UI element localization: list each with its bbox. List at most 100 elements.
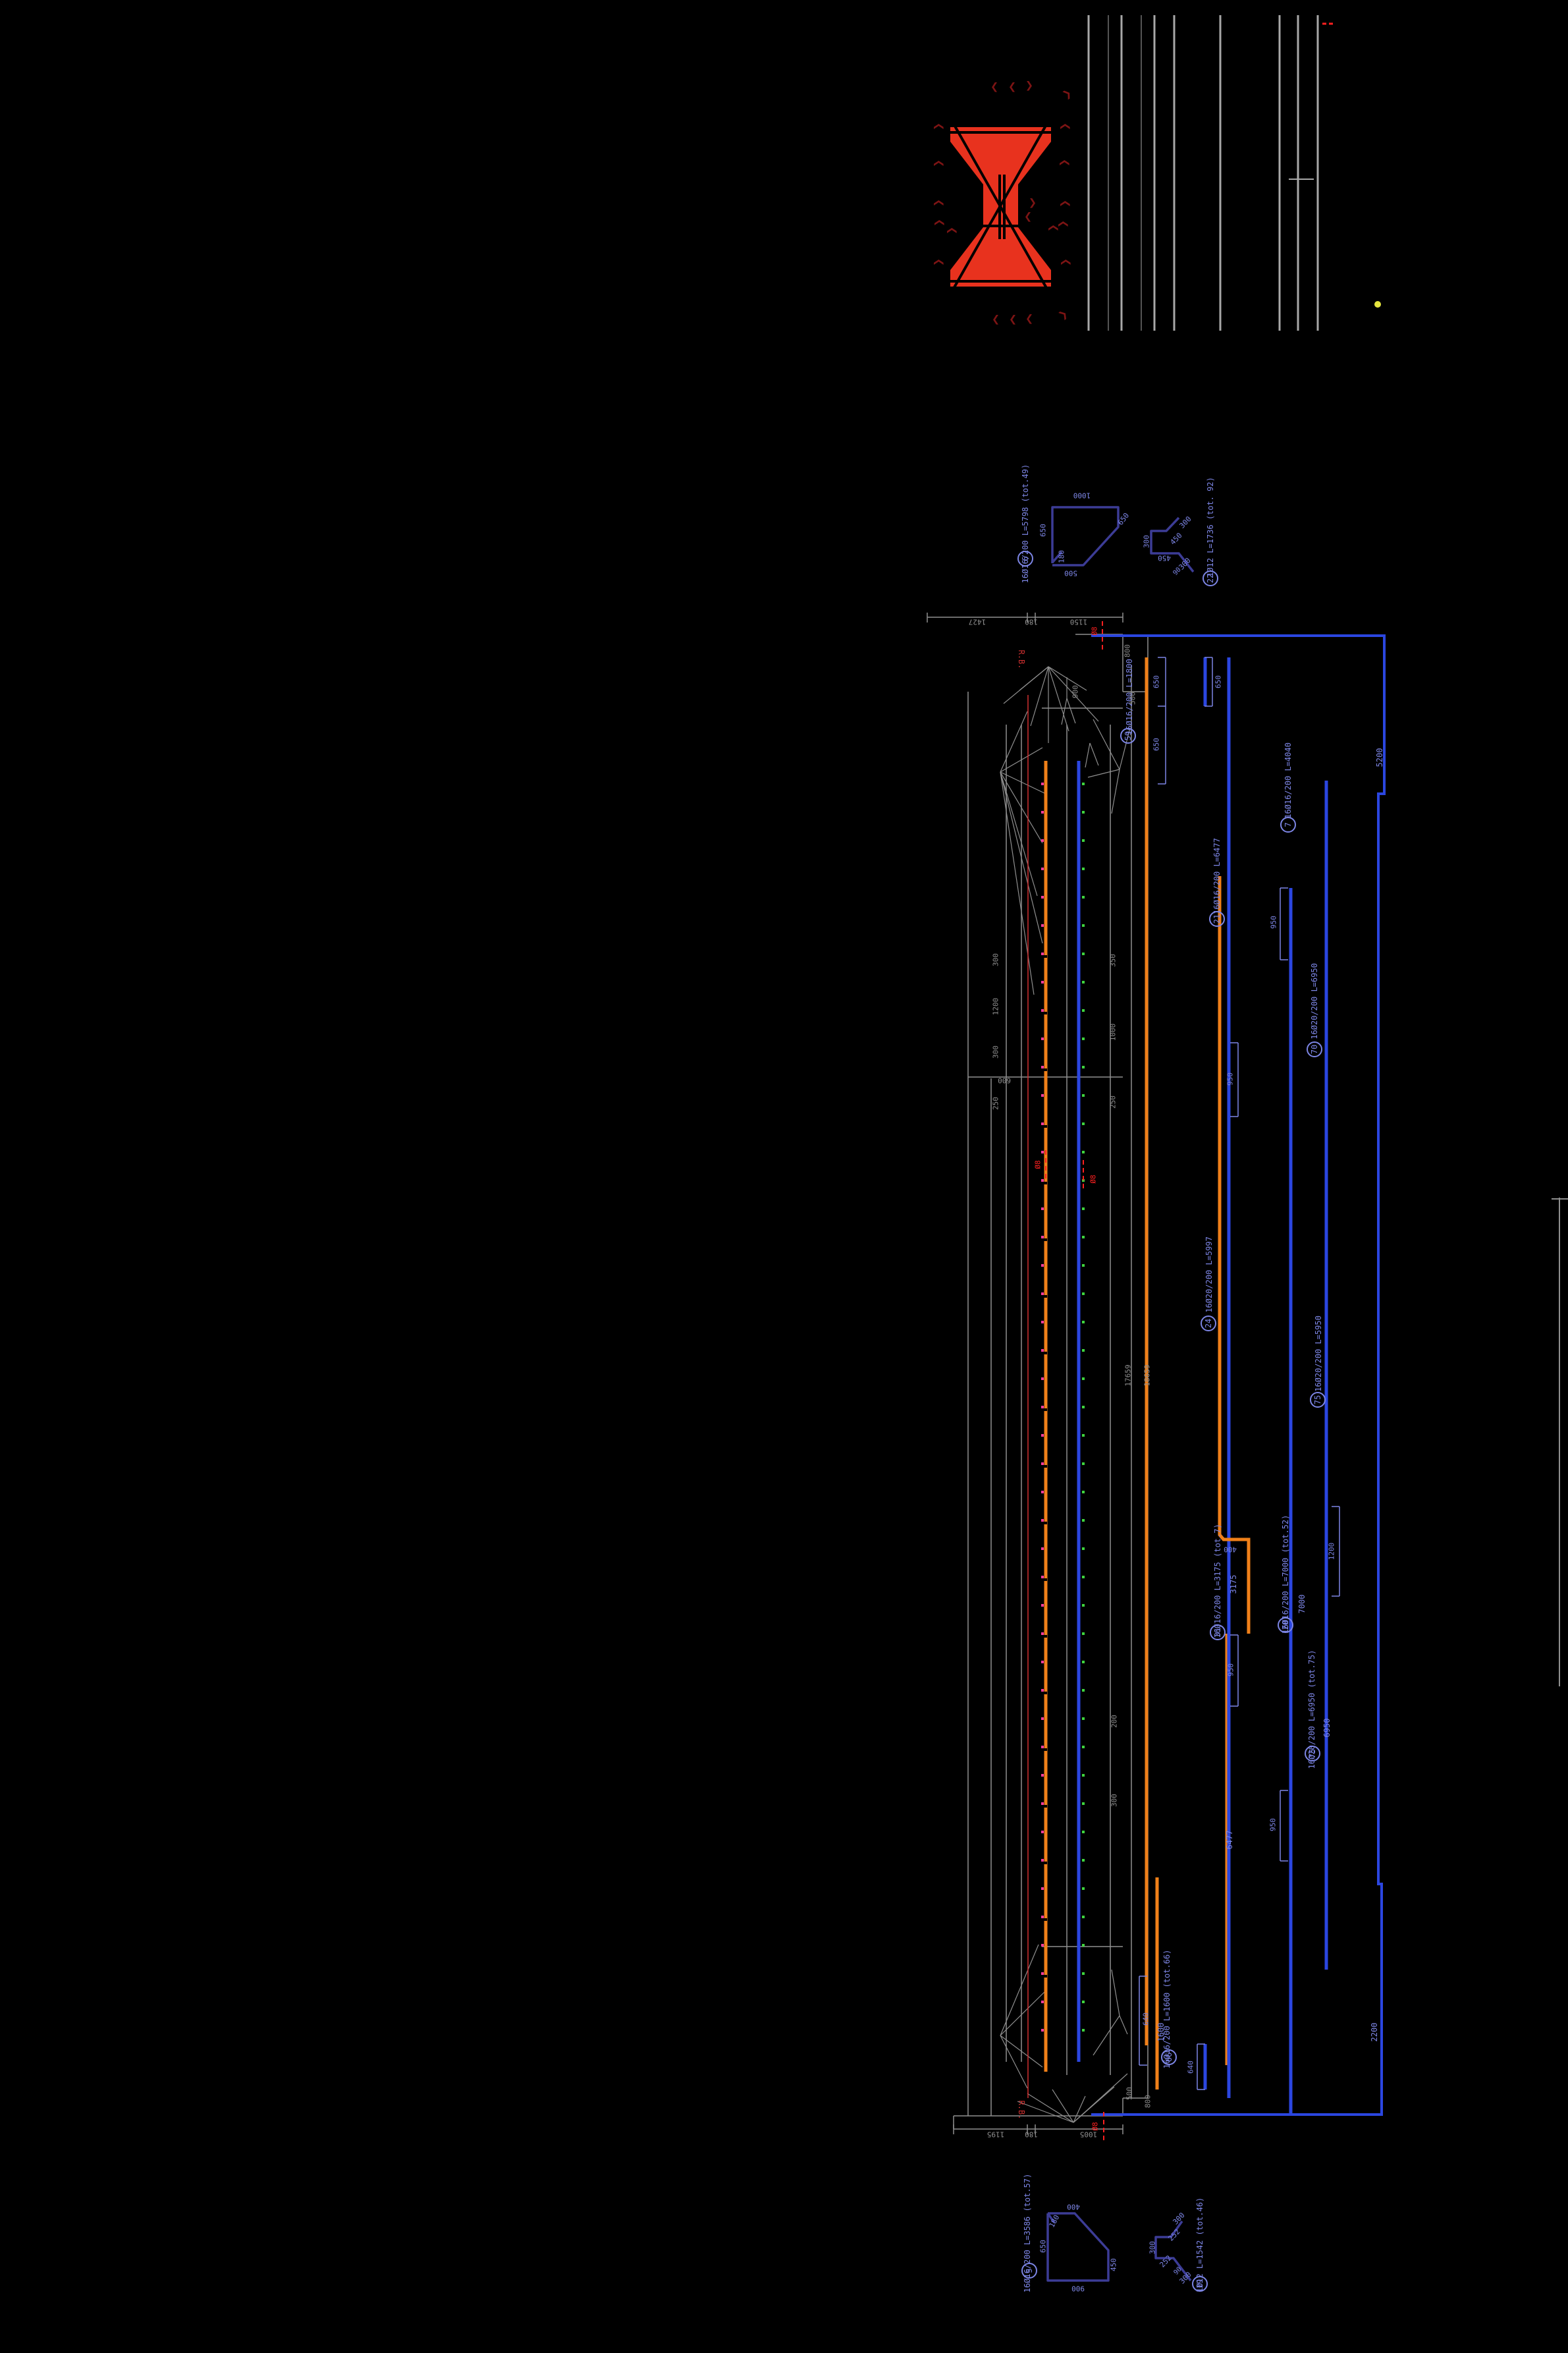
grip-chevron-icon: ❯ xyxy=(1025,77,1034,93)
rebar-hooked-bar-orange xyxy=(1218,876,1251,1634)
drawing-text-label: 16Ø20/200 L=5997 xyxy=(1204,1236,1214,1313)
drawing-text-label: 650 xyxy=(1039,524,1048,537)
drawing-text-label: 350 xyxy=(1108,954,1118,967)
leader-line xyxy=(1030,666,1049,727)
grip-chevron-icon: ❯ xyxy=(930,122,946,131)
stirrup-tick-pink xyxy=(1041,1151,1044,1153)
drawing-text-label: 16Ø20/200 L=6950 xyxy=(1310,963,1319,1039)
grip-chevron-icon: ❯ xyxy=(1056,158,1071,167)
leader-line xyxy=(1089,742,1099,766)
stirrup-tick-pink xyxy=(1041,1038,1044,1040)
grip-chevron-icon: ❯ xyxy=(930,258,946,267)
stirrup-tick-green xyxy=(1082,1094,1085,1097)
stirrup-tick-pink xyxy=(1041,2001,1044,2003)
drawing-text-label: 500 xyxy=(1064,568,1077,578)
stirrup-tick-green xyxy=(1082,1661,1085,1663)
drawing-text-label: 300 xyxy=(1142,535,1151,548)
drawing-text-label: 7000 xyxy=(1297,1594,1307,1614)
drawing-text-label: 1000 xyxy=(1108,1023,1118,1041)
drawing-text-label: 3175 xyxy=(1229,1574,1238,1594)
stirrup-tick-green xyxy=(1082,783,1085,785)
stirrup-tick-pink xyxy=(1041,1491,1044,1493)
drawing-text-label: 16Ø16/200 L=4040 xyxy=(1284,742,1293,819)
stirrup-tick-green xyxy=(1082,1944,1085,1947)
drawing-text-label: Ø8 xyxy=(1033,1160,1042,1169)
stirrup-tick-green xyxy=(1082,1972,1085,1975)
stirrup-tick-pink xyxy=(1041,811,1044,814)
drawing-text-label: 900 xyxy=(1071,685,1080,698)
drawing-text-label: 640 xyxy=(1186,2061,1195,2074)
leader-line xyxy=(1000,747,1043,773)
stirrup-tick-green xyxy=(1082,1831,1085,1833)
stirrup-tick-pink xyxy=(1041,1632,1044,1635)
stirrup-tick-green xyxy=(1082,896,1085,899)
drawing-text-label: 180 xyxy=(1057,550,1066,563)
stirrup-tick-pink xyxy=(1041,1264,1044,1267)
stirrup-tick-green xyxy=(1082,1122,1085,1125)
leader-line xyxy=(1073,2073,1128,2123)
leader-line xyxy=(1000,2035,1043,2068)
leader-line xyxy=(1048,666,1099,722)
stirrup-tick-green xyxy=(1082,1519,1085,1522)
stirrup-tick-pink xyxy=(1041,1717,1044,1720)
drawing-text-label: 1427 xyxy=(968,617,987,626)
leader-line xyxy=(1073,2095,1086,2123)
stirrup-tick-pink xyxy=(1041,1406,1044,1408)
leader-line xyxy=(1000,1944,1039,2036)
selected-hourglass-element[interactable] xyxy=(950,123,1051,289)
drawing-text-label: 1600 xyxy=(1156,2022,1166,2042)
stirrup-tick-green xyxy=(1082,1434,1085,1437)
grip-chevron-icon: ❯ xyxy=(931,218,946,227)
drawing-text-label: 950 xyxy=(1268,1818,1278,1831)
leader-line xyxy=(1061,698,1068,725)
leader-line xyxy=(1000,711,1028,773)
drawing-text-label: 640 xyxy=(1141,2012,1150,2026)
stirrup-tick-green xyxy=(1082,2001,1085,2003)
stirrup-tick-green xyxy=(1082,1321,1085,1323)
drawing-text-label: R.B. xyxy=(1017,2100,1026,2120)
stirrup-tick-pink xyxy=(1041,1576,1044,1578)
drawing-text-label: 250 xyxy=(1108,1095,1118,1109)
stirrup-tick-pink xyxy=(1041,1321,1044,1323)
stirrup-tick-green xyxy=(1082,1406,1085,1408)
drawing-text-label: 450 xyxy=(1158,553,1171,563)
detail-bottom-pentagon xyxy=(1046,2212,1110,2282)
drawing-text-label: 300 xyxy=(1110,1794,1119,1807)
stirrup-tick-pink xyxy=(1041,1122,1044,1125)
leader-line xyxy=(1000,771,1046,794)
stirrup-tick-pink xyxy=(1041,1179,1044,1182)
stirrup-tick-green xyxy=(1082,1887,1085,1890)
stirrup-tick-pink xyxy=(1041,1519,1044,1522)
stirrup-tick-green xyxy=(1082,1009,1085,1012)
stirrup-tick-green xyxy=(1082,811,1085,814)
drawing-text-label: 650 xyxy=(1152,675,1161,688)
drawing-text-label: 1195 xyxy=(987,2130,1005,2139)
stirrup-tick-green xyxy=(1082,1236,1085,1238)
leader-line xyxy=(1087,769,1120,778)
stirrup-tick-green xyxy=(1082,1264,1085,1267)
leader-line xyxy=(1048,666,1087,691)
stirrup-tick-green xyxy=(1082,1632,1085,1635)
leader-line xyxy=(1000,1990,1046,2036)
leader-line xyxy=(1119,727,1131,770)
stirrup-tick-pink xyxy=(1041,783,1044,785)
rebar-mark-circle: 70 xyxy=(1307,1041,1322,1057)
grip-chevron-icon: ❮ xyxy=(1025,310,1034,326)
grip-chevron-icon: ❯ xyxy=(1028,194,1037,210)
drawing-text-label: 200 xyxy=(1110,1715,1119,1728)
drawing-text-label: 6950 xyxy=(1322,1718,1332,1738)
drawing-text-label: 16Ø16/200 L=3586 (tot.57) xyxy=(1023,2173,1032,2293)
drawing-text-label: 16Ø16/200 L=7000 (tot.52) xyxy=(1281,1514,1290,1634)
stirrup-tick-pink xyxy=(1041,1802,1044,1805)
leader-line xyxy=(1027,2093,1074,2123)
stirrup-tick-green xyxy=(1082,1689,1085,1692)
drawing-text-label: 1005 xyxy=(1079,2130,1098,2139)
drawing-text-label: 900 xyxy=(1071,2284,1085,2293)
stirrup-tick-green xyxy=(1082,1377,1085,1380)
stirrup-tick-green xyxy=(1082,1859,1085,1862)
stirrup-tick-pink xyxy=(1041,1661,1044,1663)
drawing-text-label: 300 xyxy=(991,953,1000,966)
drawing-text-label: 400 xyxy=(1067,2202,1080,2211)
stirrup-tick-green xyxy=(1082,1576,1085,1578)
